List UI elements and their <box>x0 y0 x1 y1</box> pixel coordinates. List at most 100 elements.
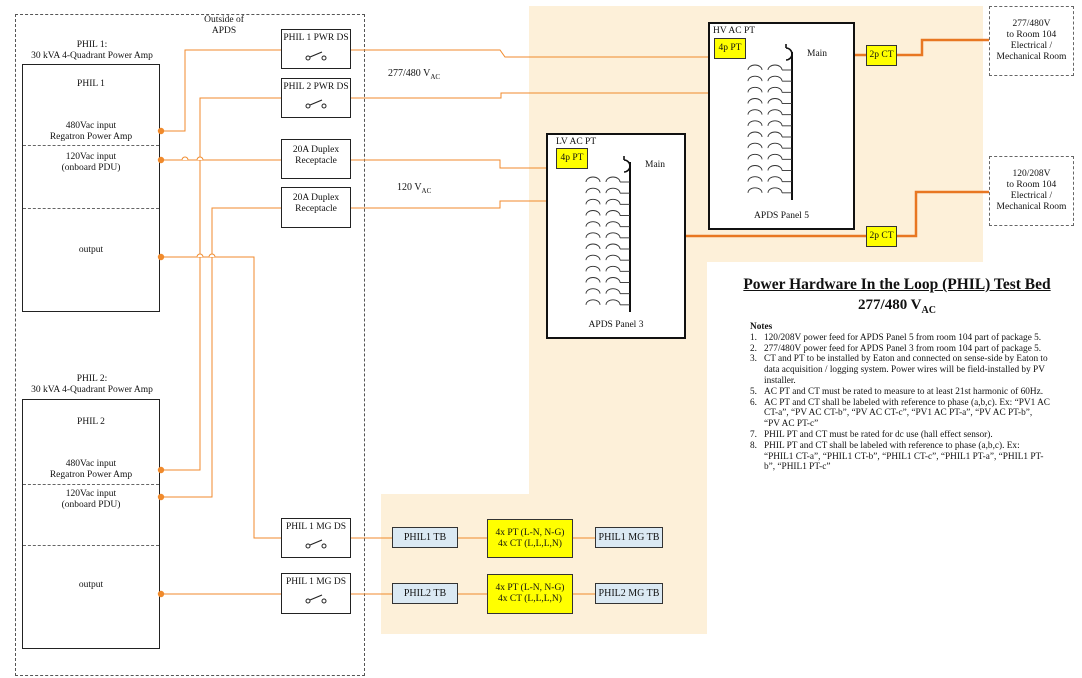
note-item: 3. CT and PT to be installed by Eaton and… <box>750 354 1050 386</box>
hv-panel-name: APDS Panel 5 <box>754 211 809 221</box>
wire-phil2-120-to-receptacle <box>161 207 281 498</box>
branch-breaker-left <box>605 254 621 261</box>
phil2-mg-ds-label: PHIL 1 MG DS <box>285 577 347 587</box>
branch-breaker-left <box>605 221 621 227</box>
phil1-output: output <box>78 245 104 255</box>
branch-breaker-left-outer <box>747 165 763 171</box>
wire-hop <box>208 253 216 258</box>
branch-breaker-left-outer <box>585 187 601 194</box>
test-bed-subtitle-text: 277/480 V <box>858 297 922 313</box>
connection-dot <box>157 156 165 164</box>
lv-panel-title: LV AC PT <box>556 137 597 147</box>
switch-contact <box>305 543 311 549</box>
note-text: 120/208V power feed for APDS Panel 5 fro… <box>764 332 1042 343</box>
branch-breaker-left <box>767 131 783 138</box>
branch-breaker-left <box>605 187 621 194</box>
phil1-tb: PHIL1 TB <box>392 527 458 548</box>
switch-contact <box>305 103 311 109</box>
feeder-ct-to-room-277 <box>897 38 989 57</box>
switch-blade <box>309 99 323 106</box>
branch-breaker-left-outer <box>747 86 763 93</box>
phil2-divider-1 <box>23 484 159 485</box>
voltage-277-label: 277/480 VAC <box>388 68 440 81</box>
room-104-120v: 120/208V to Room 104 Electrical / Mechan… <box>989 156 1074 226</box>
main-breaker-icon <box>785 47 793 61</box>
branch-breaker-left-outer <box>585 210 601 216</box>
note-text: 277/480V power feed for APDS Panel 3 fro… <box>764 343 1042 354</box>
branch-breaker-left-outer <box>585 254 601 261</box>
wire-hop <box>181 156 189 161</box>
phil1-480-input: 480Vac input Regatron Power Amp <box>49 121 133 142</box>
branch-breaker-left <box>767 176 783 182</box>
branch-breaker-left <box>605 277 621 283</box>
branch-breaker-left-outer <box>747 120 763 126</box>
test-bed-title: Power Hardware In the Loop (PHIL) Test B… <box>743 276 1051 293</box>
branch-breaker-left-outer <box>747 153 763 160</box>
branch-breaker-left-outer <box>747 109 763 115</box>
branch-breaker-left-outer <box>585 288 601 294</box>
branch-breaker-left-outer <box>747 64 763 71</box>
connection-dot <box>157 127 165 135</box>
branch-breaker-left-outer <box>747 142 763 149</box>
voltage-277-text: 277/480 V <box>388 68 431 79</box>
phil1-title: PHIL 1: 30 kVA 4-Quadrant Power Amp <box>31 40 153 61</box>
note-number: 8. <box>750 440 757 451</box>
phil1-divider-2 <box>23 208 159 209</box>
switch-blade <box>309 51 323 58</box>
branch-breaker-left-outer <box>747 131 763 138</box>
duplex-receptacle-2-label: 20A Duplex Receptacle <box>292 193 340 214</box>
switch-blade <box>309 594 323 601</box>
notes: Notes 1.120/208V power feed for APDS Pan… <box>750 322 1050 473</box>
phil1-name: PHIL 1 <box>77 79 105 89</box>
phil2-amp: PHIL 2 480Vac input Regatron Power Amp 1… <box>22 399 160 649</box>
phil1-pwr-ds-label: PHIL 1 PWR DS <box>283 33 349 43</box>
voltage-120-label: 120 VAC <box>397 182 431 195</box>
branch-breaker-left <box>605 176 621 183</box>
test-bed-subtitle: 277/480 VAC <box>722 297 1072 316</box>
branch-breaker-left-outer <box>585 176 601 183</box>
switch-blade <box>309 539 323 546</box>
note-number: 7. <box>750 429 757 440</box>
phil2-480-input: 480Vac input Regatron Power Amp <box>49 459 133 480</box>
branch-breaker-left <box>767 153 783 160</box>
phil2-tb: PHIL2 TB <box>392 583 458 604</box>
phil1-120-input: 120Vac input (onboard PDU) <box>61 152 121 173</box>
wire-receptacle2-to-lv-panel <box>351 200 546 209</box>
note-text: PHIL PT and CT must be rated for dc use … <box>764 429 993 440</box>
branch-breaker-left <box>767 109 783 115</box>
phil1-amp: PHIL 1 480Vac input Regatron Power Amp 1… <box>22 64 160 312</box>
note-item: 1.120/208V power feed for APDS Panel 5 f… <box>750 333 1050 344</box>
branch-breaker-left-outer <box>585 277 601 283</box>
main-breaker-icon <box>623 159 631 173</box>
outside-apds-region <box>15 14 365 676</box>
phil2-mg-tb: PHIL2 MG TB <box>595 583 663 604</box>
branch-breaker-left <box>767 165 783 171</box>
branch-breaker-left-outer <box>585 265 601 272</box>
hv-4p-pt: 4p PT <box>714 38 746 59</box>
branch-breaker-left <box>767 75 783 82</box>
notes-list: 1.120/208V power feed for APDS Panel 5 f… <box>750 333 1050 473</box>
branch-breaker-left <box>605 299 621 305</box>
ct-top: 2p CT <box>866 45 897 66</box>
switch-contact <box>321 598 327 604</box>
lv-panel-name: APDS Panel 3 <box>588 320 644 330</box>
duplex-receptacle-2: 20A Duplex Receptacle <box>281 187 351 228</box>
switch-contact <box>305 55 311 61</box>
voltage-120-sub: AC <box>421 187 432 195</box>
note-item: 2. 277/480V power feed for APDS Panel 3 f… <box>750 344 1050 355</box>
branch-breaker-left-outer <box>585 299 601 305</box>
branch-breaker-left <box>605 288 621 294</box>
phil2-pwr-ds: PHIL 2 PWR DS <box>281 78 351 118</box>
note-number: 2. <box>750 343 757 354</box>
note-item: 7. PHIL PT and CT must be rated for dc us… <box>750 430 1050 441</box>
note-text: AC PT and CT shall be labeled with refer… <box>764 397 1050 430</box>
switch-contact <box>305 598 311 604</box>
note-number: 3. <box>750 354 757 365</box>
branch-breaker-left <box>605 265 621 272</box>
note-text: CT and PT to be installed by Eaton and c… <box>764 354 1048 386</box>
phil2-pt-ct: 4x PT (L-N, N-G) 4x CT (L,L,L,N) <box>487 574 573 614</box>
branch-breaker-left <box>605 243 621 250</box>
branch-breaker-left <box>767 120 783 126</box>
phil2-pwr-ds-label: PHIL 2 PWR DS <box>283 82 349 92</box>
